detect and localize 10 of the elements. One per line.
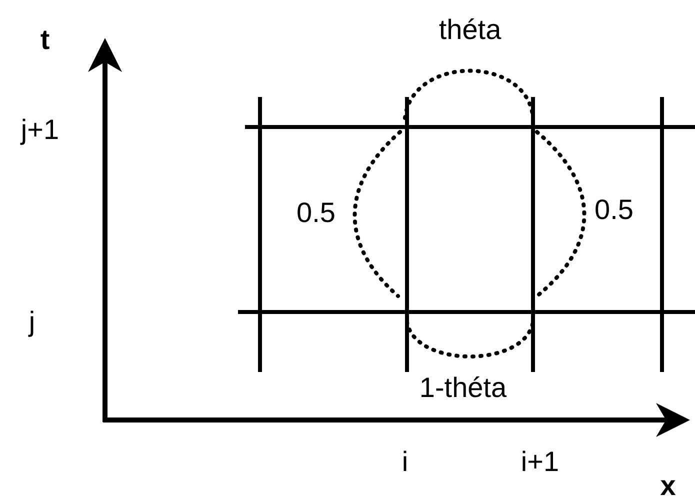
index-label: i+1: [520, 446, 560, 478]
weight-label: 0.5: [296, 197, 336, 229]
weight-label: 0.5: [594, 194, 634, 226]
index-label: j+1: [20, 114, 60, 146]
axis-label: t: [40, 24, 50, 56]
weight-label: 1-théta: [419, 372, 507, 404]
index-label: j: [28, 306, 36, 338]
axis-label: x: [660, 470, 676, 501]
index-label: i: [402, 446, 408, 478]
weight-label: théta: [438, 14, 502, 46]
